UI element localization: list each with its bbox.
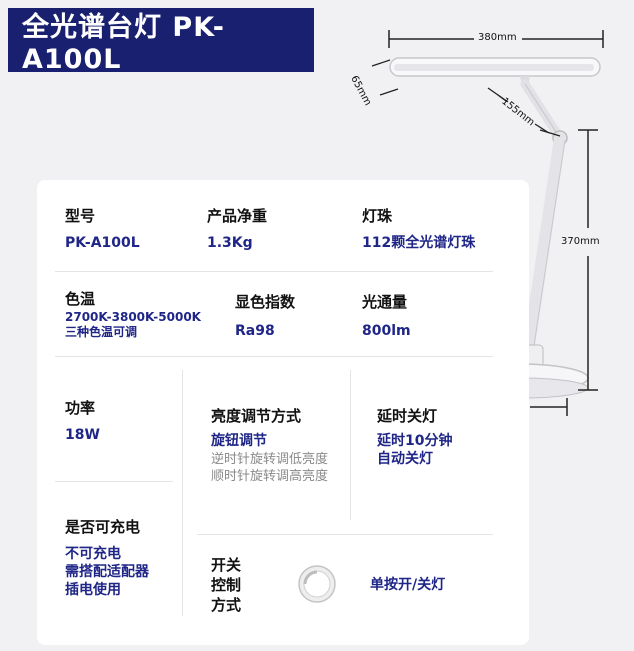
spec-cri-value: Ra98 — [235, 323, 275, 339]
spec-flux-label: 光通量 — [362, 293, 408, 311]
spec-color-temp: 色温 2700K-3800K-5000K 三种色温可调 — [65, 289, 201, 340]
spec-color-temp-range: 2700K-3800K-5000K — [65, 310, 201, 324]
spec-switch-value: 单按开/关灯 — [370, 577, 446, 593]
divider-row1 — [55, 271, 493, 272]
spec-switch-label-line3: 方式 — [211, 596, 242, 614]
spec-charge-label: 是否可充电 — [65, 518, 141, 536]
spec-flux: 光通量 800lm — [362, 292, 411, 340]
spec-model-value: PK-A100L — [65, 235, 140, 251]
spec-brightness-label: 亮度调节方式 — [211, 407, 302, 425]
spec-charge: 是否可充电 不可充电 需搭配适配器 插电使用 — [65, 517, 149, 599]
spec-model-label: 型号 — [65, 207, 96, 225]
spec-flux-value: 800lm — [362, 323, 411, 339]
divider-row2 — [55, 356, 493, 357]
dimension-height-label: 370mm — [561, 236, 600, 247]
spec-model: 型号 PK-A100L — [65, 206, 140, 252]
divider-col2 — [350, 370, 351, 520]
spec-power: 功率 18W — [65, 398, 100, 444]
spec-color-temp-note: 三种色温可调 — [65, 325, 138, 339]
spec-weight: 产品净重 1.3Kg — [207, 206, 267, 252]
spec-beads-label: 灯珠 — [362, 207, 393, 225]
knob-icon — [298, 565, 336, 603]
spec-charge-value2: 需搭配适配器 — [65, 564, 149, 580]
spec-switch-label: 开关 控制 方式 — [211, 555, 241, 615]
spec-switch-label-line2: 控制 — [211, 576, 242, 594]
divider-row3-right — [197, 534, 493, 535]
spec-timer-value1: 延时10分钟 — [377, 433, 453, 449]
spec-timer-label: 延时关灯 — [377, 407, 438, 425]
divider-row3-left — [55, 481, 173, 482]
product-title: 全光谱台灯 PK-A100L — [8, 8, 314, 75]
spec-cri: 显色指数 Ra98 — [235, 292, 295, 340]
spec-cri-label: 显色指数 — [235, 293, 296, 311]
spec-power-value: 18W — [65, 427, 100, 443]
spec-brightness-note1: 逆时针旋转调低亮度 — [211, 452, 329, 467]
spec-charge-value3: 插电使用 — [65, 582, 121, 598]
spec-beads: 灯珠 112颗全光谱灯珠 — [362, 206, 475, 252]
spec-charge-value1: 不可充电 — [65, 546, 121, 562]
spec-timer: 延时关灯 延时10分钟 自动关灯 — [377, 406, 452, 468]
spec-power-label: 功率 — [65, 399, 96, 417]
spec-color-temp-label: 色温 — [65, 290, 96, 308]
spec-switch-label-line1: 开关 — [211, 556, 242, 574]
spec-brightness-value: 旋钮调节 — [211, 433, 267, 449]
spec-weight-label: 产品净重 — [207, 207, 268, 225]
dimension-width-label: 380mm — [478, 32, 517, 43]
spec-beads-value: 112颗全光谱灯珠 — [362, 235, 476, 251]
spec-weight-value: 1.3Kg — [207, 235, 253, 251]
spec-brightness-note2: 顺时针旋转调高亮度 — [211, 469, 329, 484]
divider-col1 — [182, 370, 183, 616]
spec-card: 型号 PK-A100L 产品净重 1.3Kg 灯珠 112颗全光谱灯珠 色温 2… — [37, 180, 529, 645]
spec-timer-value2: 自动关灯 — [377, 451, 433, 467]
spec-brightness: 亮度调节方式 旋钮调节 逆时针旋转调低亮度 顺时针旋转调高亮度 — [211, 406, 328, 485]
